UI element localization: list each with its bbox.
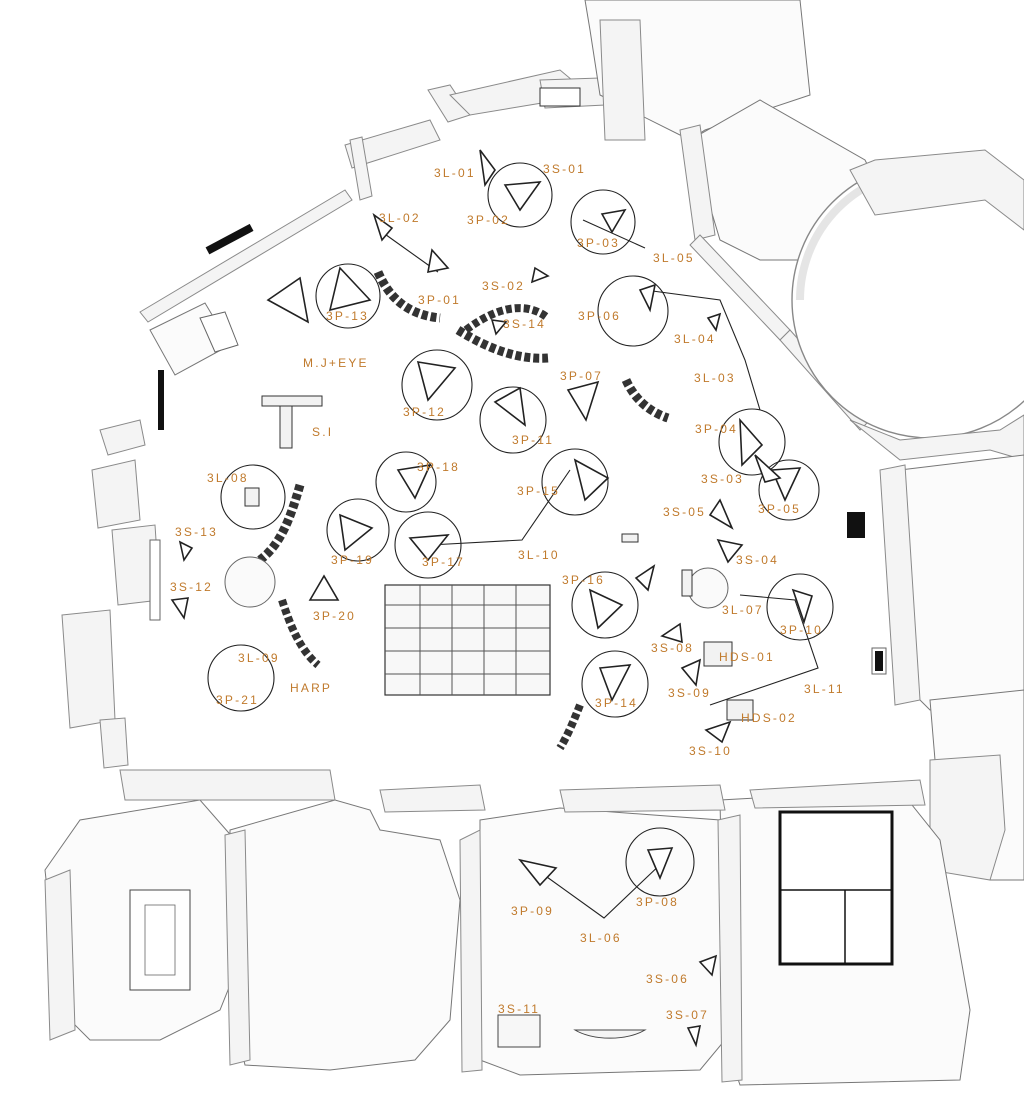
cable-runs (381, 219, 819, 919)
label-HARP: HARP (290, 681, 332, 695)
label-3S-12: 3S-12 (170, 580, 213, 594)
label-3P-01: 3P-01 (418, 293, 461, 307)
label-3P-19: 3P-19 (331, 553, 374, 567)
label-3S-02: 3S-02 (482, 279, 525, 293)
label-3S-14: 3S-14 (503, 317, 546, 331)
label-3P-15: 3P-15 (517, 484, 560, 498)
label-3S-09: 3S-09 (668, 686, 711, 700)
label-HDS-01: HDS-01 (719, 650, 775, 664)
label-3P-07: 3P-07 (560, 369, 603, 383)
label-S-I: S.I (312, 425, 333, 439)
label-3S-04: 3S-04 (736, 553, 779, 567)
curved-panels (257, 270, 670, 751)
label-3P-16: 3P-16 (562, 573, 605, 587)
triangle-speakers (170, 149, 813, 1048)
label-3P-09: 3P-09 (511, 904, 554, 918)
label-3P-12: 3P-12 (403, 405, 446, 419)
device-labels: 3L-01 3S-01 3L-02 3P-02 3P-03 3L-05 3S-0… (170, 162, 845, 1022)
label-3P-13: 3P-13 (326, 309, 369, 323)
label-3L-08: 3L-08 (207, 471, 249, 485)
label-3P-21: 3P-21 (216, 693, 259, 707)
label-3P-06: 3P-06 (578, 309, 621, 323)
label-3S-01: 3S-01 (543, 162, 586, 176)
label-3L-05: 3L-05 (653, 251, 695, 265)
label-3S-03: 3S-03 (701, 472, 744, 486)
building-walls (44, 0, 1024, 1086)
coverage-circles (207, 162, 834, 897)
label-3S-13: 3S-13 (175, 525, 218, 539)
label-3L-09: 3L-09 (238, 651, 280, 665)
label-3L-04: 3L-04 (674, 332, 716, 346)
label-3L-10: 3L-10 (518, 548, 560, 562)
label-3P-10: 3P-10 (780, 623, 823, 637)
props (244, 395, 754, 721)
label-3S-08: 3S-08 (651, 641, 694, 655)
label-3S-05: 3S-05 (663, 505, 706, 519)
label-3L-07: 3L-07 (722, 603, 764, 617)
label-3P-18: 3P-18 (417, 460, 460, 474)
label-3P-11: 3P-11 (512, 433, 554, 447)
label-MJ-EYE: M.J+EYE (303, 356, 369, 370)
label-3P-03: 3P-03 (577, 236, 620, 250)
label-3P-14: 3P-14 (595, 696, 638, 710)
label-3S-11: 3S-11 (498, 1002, 540, 1016)
label-3P-17: 3P-17 (422, 555, 465, 569)
room-bottom-center-left (229, 799, 461, 1071)
label-3S-10: 3S-10 (689, 744, 732, 758)
label-3P-02: 3P-02 (467, 213, 510, 227)
label-3L-11: 3L-11 (804, 682, 845, 696)
label-3L-01: 3L-01 (434, 166, 476, 180)
label-HDS-02: HDS-02 (741, 711, 797, 725)
label-3P-04: 3P-04 (695, 422, 738, 436)
label-3P-08: 3P-08 (636, 895, 679, 909)
label-3L-06: 3L-06 (580, 931, 622, 945)
label-3S-06: 3S-06 (646, 972, 689, 986)
label-3L-03: 3L-03 (694, 371, 736, 385)
label-3S-07: 3S-07 (666, 1008, 709, 1022)
label-3P-20: 3P-20 (313, 609, 356, 623)
label-3L-02: 3L-02 (379, 211, 421, 225)
label-3P-05: 3P-05 (758, 502, 801, 516)
grid-installation (384, 584, 551, 696)
